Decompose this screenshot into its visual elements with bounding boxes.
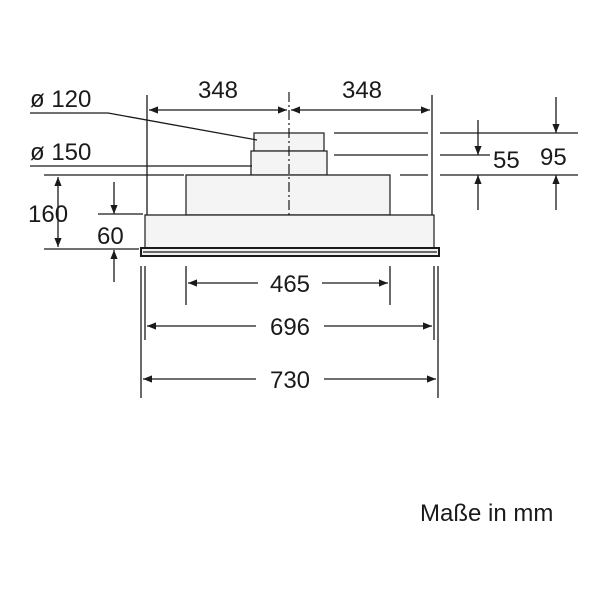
label-696: 696: [270, 314, 310, 341]
label-95: 95: [540, 144, 567, 171]
label-465: 465: [270, 271, 310, 298]
label-160: 160: [28, 201, 68, 228]
hood-upper-box: [186, 175, 390, 215]
label-diameter-150: ø 150: [30, 139, 91, 166]
label-730: 730: [270, 367, 310, 394]
label-diameter-120: ø 120: [30, 86, 91, 113]
leader-120: [108, 113, 257, 140]
label-60: 60: [97, 223, 124, 250]
units-caption: Maße in mm: [420, 500, 553, 528]
label-348-right: 348: [342, 77, 382, 104]
label-55: 55: [493, 147, 520, 174]
hood-outline: [141, 133, 439, 256]
hood-lower-box: [145, 215, 434, 248]
label-348-left: 348: [198, 77, 238, 104]
